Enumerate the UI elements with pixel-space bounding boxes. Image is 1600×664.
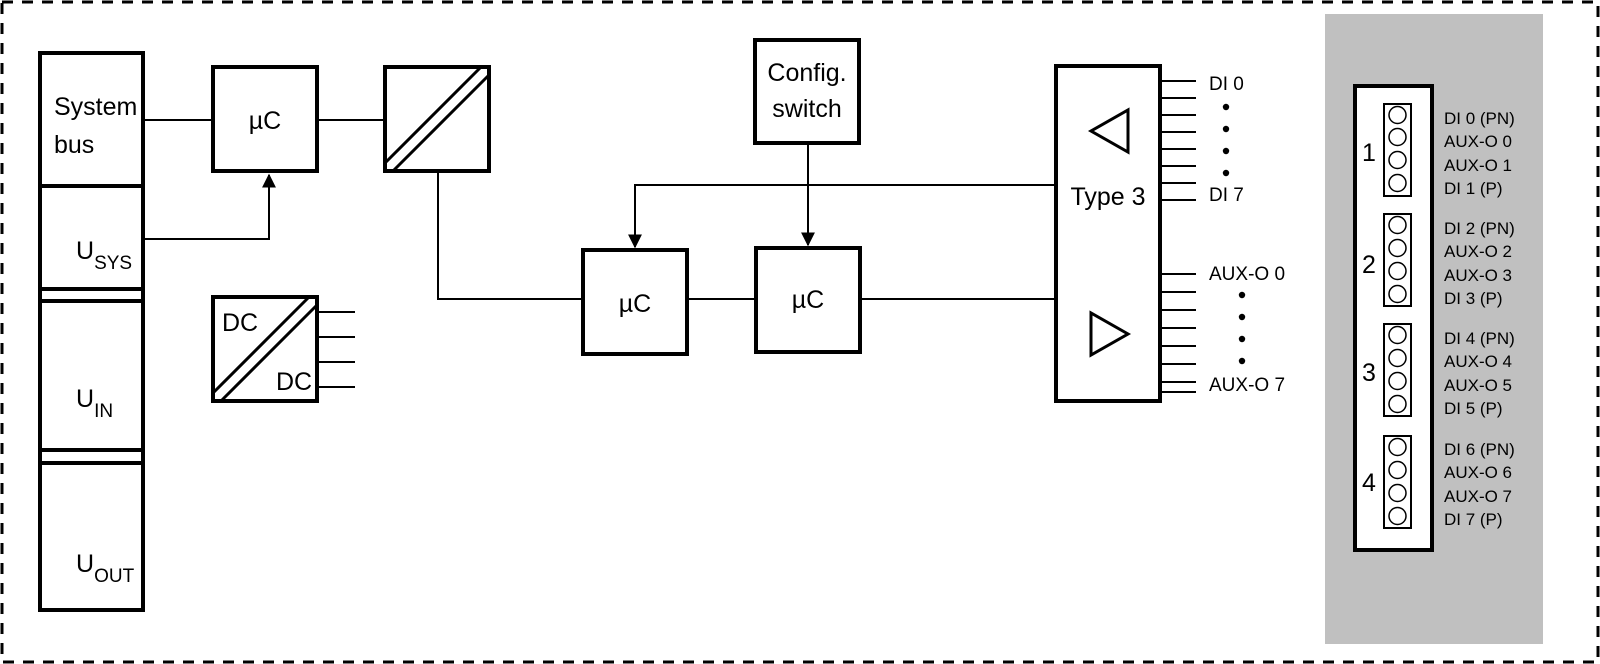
di-ellipsis-dots (1222, 103, 1230, 177)
di-first-label: DI 0 (1209, 74, 1244, 95)
pin-label: AUX-O 2 (1444, 242, 1512, 261)
type3-label: Type 3 (1070, 183, 1145, 211)
pin-label: DI 3 (P) (1444, 289, 1503, 308)
type3-block (1054, 64, 1162, 403)
aux-lines (1160, 273, 1196, 393)
dcdc-converter-block (211, 295, 319, 403)
connector-1: 1 (1362, 103, 1412, 197)
pin-label: DI 1 (P) (1444, 179, 1503, 198)
wiring (143, 119, 1056, 300)
pin-label: DI 0 (PN) (1444, 109, 1515, 128)
uc-mid-left-block (581, 248, 689, 356)
connector-number: 1 (1362, 139, 1376, 167)
uout-label: UOUT (76, 550, 135, 587)
connector-3: 3 (1362, 323, 1412, 417)
di-lines (1160, 80, 1196, 201)
left-bus-stack (38, 51, 145, 612)
connector-4: 4 (1362, 435, 1412, 529)
config-switch-label-1: Config. (767, 59, 846, 87)
isolator-block (383, 65, 491, 173)
config-switch-block (753, 38, 861, 145)
uc-top-label: µC (249, 107, 281, 135)
dcdc-output-label: DC (276, 368, 312, 396)
system-bus-label-1: System (54, 93, 137, 121)
pin-label: AUX-O 5 (1444, 376, 1512, 395)
pin-label: DI 2 (PN) (1444, 219, 1515, 238)
pin-label: DI 6 (PN) (1444, 440, 1515, 459)
pin-label: AUX-O 7 (1444, 487, 1512, 506)
pin-label: AUX-O 1 (1444, 156, 1512, 175)
uc-mid-right-block (754, 246, 862, 354)
pin-labels: DI 0 (PN) AUX-O 0 AUX-O 1 DI 1 (P) DI 2 … (1444, 109, 1515, 529)
connector-2: 2 (1362, 213, 1412, 307)
system-bus-label-2: bus (54, 131, 94, 159)
pin-label: DI 5 (P) (1444, 399, 1503, 418)
di-last-label: DI 7 (1209, 185, 1244, 206)
pin-label: AUX-O 6 (1444, 463, 1512, 482)
pin-label: DI 7 (P) (1444, 510, 1503, 529)
output-triangle-icon (1089, 310, 1132, 358)
pin-label: AUX-O 3 (1444, 266, 1512, 285)
aux-last-label: AUX-O 7 (1209, 375, 1285, 396)
input-triangle-icon (1087, 107, 1130, 155)
uc-mid-right-label: µC (792, 286, 824, 314)
connector-number: 3 (1362, 359, 1376, 387)
pin-label: AUX-O 4 (1444, 352, 1512, 371)
pin-label: DI 4 (PN) (1444, 329, 1515, 348)
dcdc-output-lines (317, 311, 355, 388)
aux-first-label: AUX-O 0 (1209, 264, 1285, 285)
connector-number: 2 (1362, 251, 1376, 279)
usys-label: USYS (76, 237, 132, 274)
pin-label: AUX-O 0 (1444, 132, 1512, 151)
uc-mid-left-label: µC (619, 290, 651, 318)
dcdc-input-label: DC (222, 309, 258, 337)
config-switch-label-2: switch (772, 95, 841, 123)
uin-label: UIN (76, 385, 113, 422)
connector-number: 4 (1362, 469, 1376, 497)
aux-ellipsis-dots (1238, 291, 1246, 365)
